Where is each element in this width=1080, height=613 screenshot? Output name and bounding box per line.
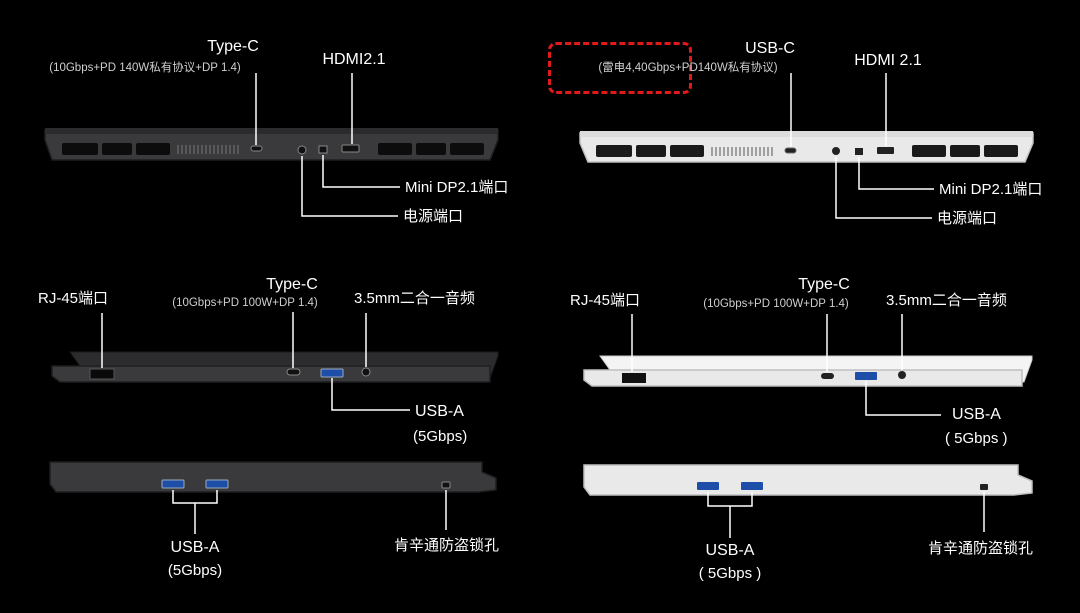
dark-right-callout-lines xyxy=(172,490,447,534)
light-rear-minidp-port xyxy=(855,148,863,155)
light-right-usba-port-2 xyxy=(741,482,763,490)
dark-right-kensington-slot xyxy=(441,481,451,489)
light-left-rj45-label: RJ-45端口 xyxy=(570,292,641,309)
light-right-usba-port-1 xyxy=(697,482,719,490)
light-left-rj45-port xyxy=(622,373,646,383)
light-right-callout-lines xyxy=(707,492,985,538)
light-right-kensington-slot xyxy=(980,484,988,490)
dark-left-typec-title: Type-C xyxy=(266,276,318,293)
dark-rear-typec-spec: (10Gbps+PD 140W私有协议+DP 1.4) xyxy=(49,62,241,74)
light-left-typec-port xyxy=(821,373,834,379)
light-rear-power-port xyxy=(832,147,840,155)
light-left-usba-label: USB-A xyxy=(952,406,1001,423)
dark-rear-minidp-label: Mini DP2.1端口 xyxy=(405,179,509,196)
light-right-usba-label: USB-A xyxy=(705,542,755,559)
dark-left-usba-port xyxy=(320,368,344,378)
light-rear-callout-lines xyxy=(790,73,934,219)
light-rear-hdmi-port xyxy=(877,147,894,154)
dark-rear-minidp-port xyxy=(318,145,328,154)
dark-left-callout-lines xyxy=(101,312,410,411)
dark-rear-callout-lines xyxy=(255,73,400,217)
dark-right-usba-port-2 xyxy=(205,479,229,489)
dark-rear-power-port xyxy=(297,145,307,155)
thunderbolt-spec-highlight-box xyxy=(548,42,692,94)
light-right-kensington-label: 肯辛通防盗锁孔 xyxy=(928,540,1034,557)
dark-left-typec-port xyxy=(286,368,301,376)
dark-right-usba-label: USB-A xyxy=(170,539,220,556)
light-rear-usbc-port xyxy=(784,147,797,154)
light-left-usba-speed: ( 5Gbps ) xyxy=(945,430,1008,447)
light-rear-usbc-spec: (雷电4,40Gbps+PD140W私有协议) xyxy=(598,62,778,74)
light-left-audio-label: 3.5mm二合一音频 xyxy=(886,292,1007,309)
light-left-usba-port xyxy=(855,372,877,380)
light-rear-minidp-label: Mini DP2.1端口 xyxy=(939,181,1043,198)
dark-left-typec-spec: (10Gbps+PD 100W+DP 1.4) xyxy=(172,297,318,309)
light-left-typec-spec: (10Gbps+PD 100W+DP 1.4) xyxy=(703,298,849,310)
dark-laptop-right-side-view xyxy=(49,461,497,493)
light-rear-usbc-title: USB-C xyxy=(745,40,795,57)
dark-right-usba-port-1 xyxy=(161,479,185,489)
light-rear-hdmi-label: HDMI 2.1 xyxy=(854,52,922,69)
dark-left-audio-label: 3.5mm二合一音频 xyxy=(354,290,475,307)
light-left-callout-lines xyxy=(631,314,941,416)
light-left-typec-title: Type-C xyxy=(798,276,850,293)
dark-right-usba-speed: (5Gbps) xyxy=(167,562,223,579)
light-rear-power-label: 电源端口 xyxy=(937,210,998,227)
dark-rear-hdmi-label: HDMI2.1 xyxy=(322,51,386,68)
dark-rear-power-label: 电源端口 xyxy=(403,208,464,225)
dark-rear-typec-port xyxy=(250,145,263,152)
dark-left-rj45-port xyxy=(89,368,115,380)
dark-rear-typec-title: Type-C xyxy=(207,38,259,55)
light-laptop-right-side-view xyxy=(583,464,1033,496)
dark-left-usba-label: USB-A xyxy=(415,403,464,420)
light-laptop-rear-view xyxy=(579,131,1034,163)
light-left-audio-jack xyxy=(898,371,906,379)
dark-left-rj45-label: RJ-45端口 xyxy=(38,290,109,307)
light-right-usba-speed: ( 5Gbps ) xyxy=(698,565,762,582)
dark-laptop-left-side-view xyxy=(51,351,499,383)
dark-rear-hdmi-port xyxy=(341,144,360,153)
dark-right-kensington-label: 肯辛通防盗锁孔 xyxy=(394,537,500,554)
light-laptop-left-side-view xyxy=(583,355,1033,387)
dark-laptop-rear-view xyxy=(44,128,499,161)
dark-left-audio-jack xyxy=(361,367,371,377)
dark-left-usba-speed: (5Gbps) xyxy=(413,428,468,445)
